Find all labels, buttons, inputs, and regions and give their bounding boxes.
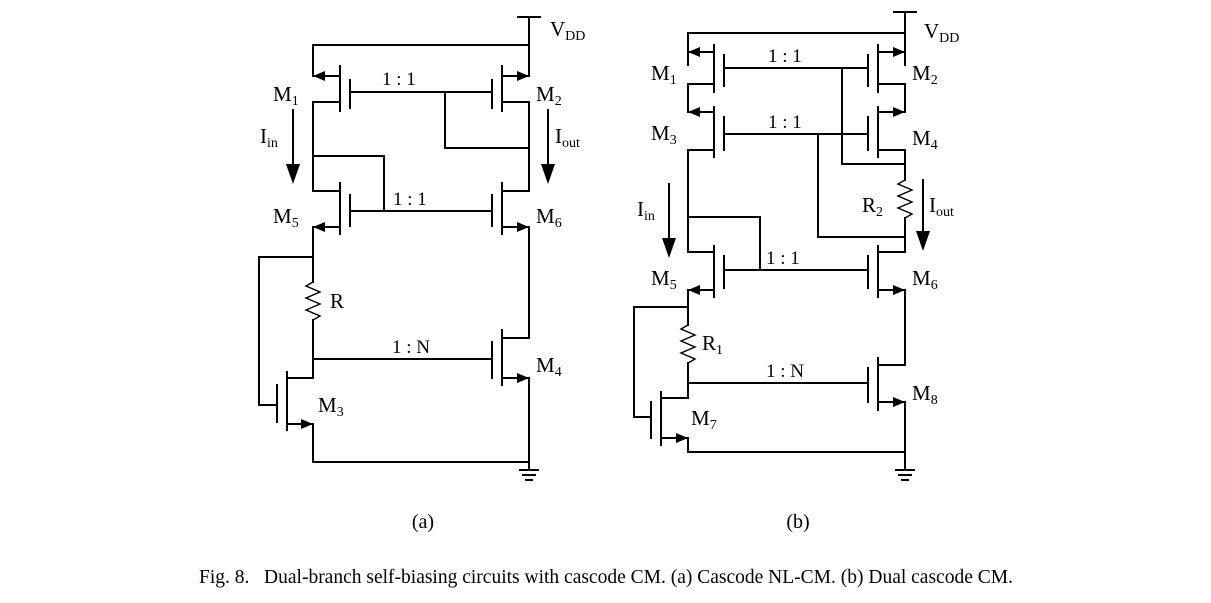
current-arrow-iin-a bbox=[286, 109, 300, 184]
m5-label-b: M5 bbox=[651, 266, 677, 293]
vdd-supply-a bbox=[312, 16, 541, 77]
transistor-m1-b bbox=[687, 44, 869, 93]
transistor-m5-b bbox=[687, 245, 869, 298]
m7-label-b: M7 bbox=[691, 406, 717, 433]
ratio-label-b-2: 1 : 1 bbox=[768, 112, 802, 133]
current-arrow-iin-b bbox=[662, 183, 676, 258]
r-label-a: R bbox=[330, 289, 344, 313]
transistor-m3-b bbox=[687, 106, 869, 158]
m5-label-a: M5 bbox=[273, 204, 299, 231]
m6-label-b: M6 bbox=[912, 266, 938, 293]
m2-label-a: M2 bbox=[536, 82, 562, 109]
iout-label-b: Iout bbox=[929, 193, 954, 220]
m6-label-a: M6 bbox=[536, 204, 562, 231]
m4-label-b: M4 bbox=[912, 126, 938, 153]
m2-label-b: M2 bbox=[912, 61, 938, 88]
current-arrow-iout-b bbox=[916, 179, 930, 251]
ratio-label-b-3: 1 : 1 bbox=[766, 248, 800, 269]
transistor-m5-a bbox=[312, 182, 493, 235]
resistor-r2-b bbox=[896, 179, 914, 219]
ratio-label-a-bot: 1 : N bbox=[392, 337, 430, 358]
transistor-m4-a bbox=[491, 226, 530, 386]
resistor-r-a bbox=[304, 281, 322, 321]
m3-label-a: M3 bbox=[318, 393, 344, 420]
m4-label-a: M4 bbox=[536, 353, 562, 380]
vdd-label-b: VDD bbox=[924, 19, 959, 46]
transistor-m3-a bbox=[258, 371, 314, 431]
resistor-r1-b bbox=[679, 324, 697, 364]
ratio-label-a-top: 1 : 1 bbox=[382, 69, 416, 90]
iin-label-b: Iin bbox=[637, 197, 655, 224]
iin-label-a: Iin bbox=[260, 124, 278, 151]
m1-label-a: M1 bbox=[273, 82, 299, 109]
transistor-m6-a bbox=[491, 182, 530, 235]
transistor-m4-b bbox=[867, 106, 906, 158]
m8-label-b: M8 bbox=[912, 381, 938, 408]
transistor-m1-a bbox=[312, 65, 389, 112]
transistor-m2-b bbox=[867, 44, 906, 93]
r2-label-b: R2 bbox=[862, 193, 883, 220]
ratio-label-a-mid: 1 : 1 bbox=[393, 189, 427, 210]
circuit-b: VDD M1 M2 M3 M4 Iin R2 Iout M5 M6 R1 M8 … bbox=[633, 11, 959, 533]
ground-symbol-b bbox=[895, 469, 915, 481]
panel-label-b: (b) bbox=[786, 511, 809, 533]
iout-label-a: Iout bbox=[555, 124, 580, 151]
transistor-m2-a bbox=[444, 65, 530, 112]
m3-label-b: M3 bbox=[651, 121, 677, 148]
ratio-label-b-1: 1 : 1 bbox=[768, 46, 802, 67]
figure-caption: Fig. 8. Dual-branch self-biasing circuit… bbox=[199, 567, 1013, 588]
circuit-a: VDD M1 M2 Iin Iout M5 M6 R M4 M3 1 : 1 1… bbox=[258, 16, 585, 533]
ground-symbol-a bbox=[519, 469, 539, 481]
m1-label-b: M1 bbox=[651, 61, 677, 88]
current-arrow-iout-a bbox=[541, 109, 555, 184]
r1-label-b: R1 bbox=[702, 331, 723, 358]
vdd-label-a: VDD bbox=[550, 17, 585, 44]
panel-label-a: (a) bbox=[412, 511, 434, 533]
transistor-m6-b bbox=[867, 245, 906, 298]
transistor-m8-b bbox=[867, 289, 906, 411]
ratio-label-b-4: 1 : N bbox=[766, 361, 804, 382]
vdd-supply-b bbox=[687, 11, 917, 53]
transistor-m7-b bbox=[633, 391, 689, 446]
